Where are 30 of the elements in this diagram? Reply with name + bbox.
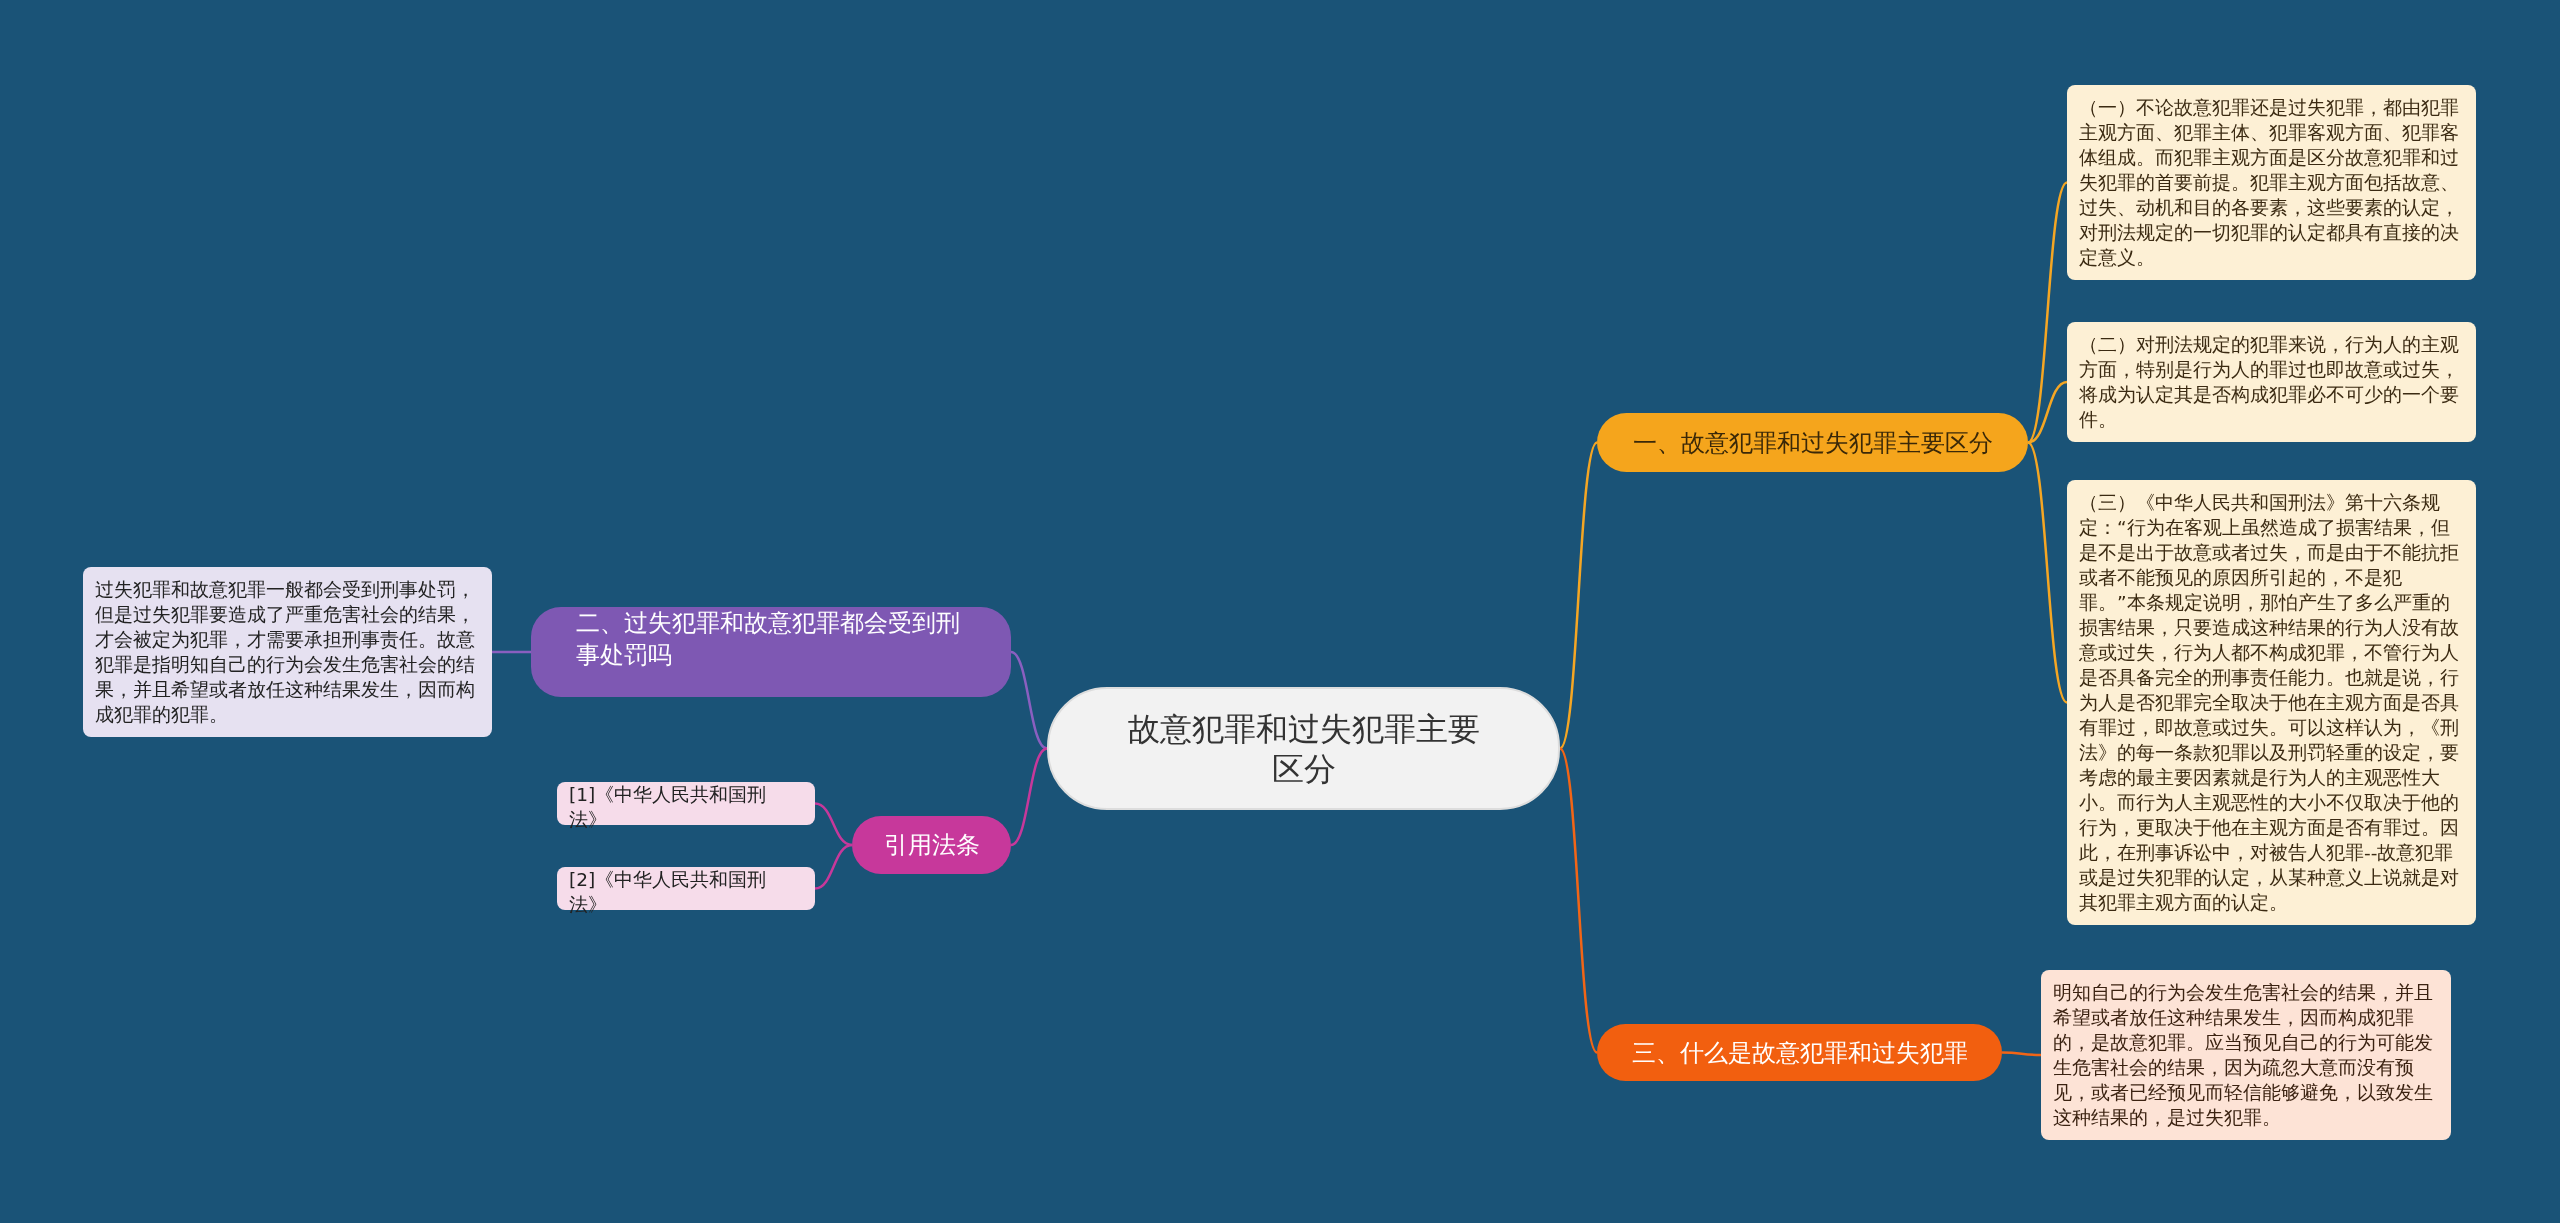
connector-line bbox=[2027, 441, 2068, 704]
connector-line bbox=[2027, 380, 2068, 444]
branch-topic bbox=[852, 816, 1011, 874]
note-card bbox=[83, 567, 492, 737]
topic-text: [2]《中华人民共和国刑法》 bbox=[569, 868, 768, 917]
connector-line bbox=[2027, 181, 2068, 444]
topic-text: 故意犯罪和过失犯罪主要区分 bbox=[1126, 708, 1481, 789]
topic-text: 三、什么是故意犯罪和过失犯罪 bbox=[1631, 1037, 1968, 1069]
connector-line bbox=[814, 802, 853, 847]
note-card bbox=[2067, 322, 2476, 442]
connector-line bbox=[1558, 441, 1599, 750]
topic-text: （二）对刑法规定的犯罪来说，行为人的主观方面，特别是行为人的罪过也即故意或过失，将成为认定其是否构成犯罪必不可少的一个要件。 bbox=[2079, 333, 2460, 432]
connector-line bbox=[1010, 747, 1048, 847]
connector-line bbox=[814, 843, 853, 890]
topic-text: 引用法条 bbox=[883, 830, 980, 861]
branch-topic bbox=[1597, 1024, 2002, 1081]
topic-text: （三）《中华人民共和国刑法》第十六条规定：“行为在客观上虽然造成了损害结果，但是不是出于故意或者过失，而是由于不能抗拒或者不能预见的原因所引起的，不是犯罪。”本条规定说明，那怕产生了多么严重的损害结果，只要造成这种结果的行为人没有故意或过失，行为人都不构成犯罪，不管行为人是否具备完全的刑事责任能力。也就是说，行为人是否犯罪完全取决于他在主观方面是否具有罪过，即故意或过失。可以这样认为，《刑法》的每一条款犯罪以及刑罚轻重的设定，要考虑的最主要因素就是行为人的主观恶性大小。而行为人主观恶性的大小不仅取决于他的行为，更取决于他在主观方面是否有罪过。因此，在刑事诉讼中，对被告人犯罪--故意犯罪或是过失犯罪的认定，从某种意义上说就是对其犯罪主观方面的认定。 bbox=[2079, 491, 2460, 915]
connector-line bbox=[2002, 1051, 2041, 1057]
topic-text: 一、故意犯罪和过失犯罪主要区分 bbox=[1632, 427, 1993, 459]
note-card bbox=[2041, 970, 2451, 1140]
topic-text: 明知自己的行为会发生危害社会的结果，并且希望或者放任这种结果发生，因而构成犯罪的，是故意犯罪。应当预见自己的行为可能发生危害社会的结果，因为疏忽大意而没有预见，或者已经预见而轻信能够避免，以致发生这种结果的，是过失犯罪。 bbox=[2053, 981, 2434, 1130]
connector-line bbox=[1010, 650, 1048, 750]
topic-text: 二、过失犯罪和故意犯罪都会受到刑事处罚吗 bbox=[576, 608, 961, 671]
connector-line bbox=[492, 650, 531, 654]
connector-line bbox=[1559, 747, 1598, 1054]
note-card bbox=[2067, 85, 2476, 280]
topic-text: [1]《中华人民共和国刑法》 bbox=[569, 783, 768, 832]
topic-text: 过失犯罪和故意犯罪一般都会受到刑事处罚，但是过失犯罪要造成了严重危害社会的结果，才会被定为犯罪，才需要承担刑事责任。故意犯罪是指明知自己的行为会发生危害社会的结果，并且希望或者放任这种结果发生，因而构成犯罪的犯罪。 bbox=[95, 578, 476, 727]
topic-text: （一）不论故意犯罪还是过失犯罪，都由犯罪主观方面、犯罪主体、犯罪客观方面、犯罪客体组成。而犯罪主观方面是区分故意犯罪和过失犯罪的首要前提。犯罪主观方面包括故意、过失、动机和目的各要素，这些要素的认定，对刑法规定的一切犯罪的认定都具有直接的决定意义。 bbox=[2079, 96, 2460, 270]
branch-topic bbox=[531, 607, 1011, 697]
